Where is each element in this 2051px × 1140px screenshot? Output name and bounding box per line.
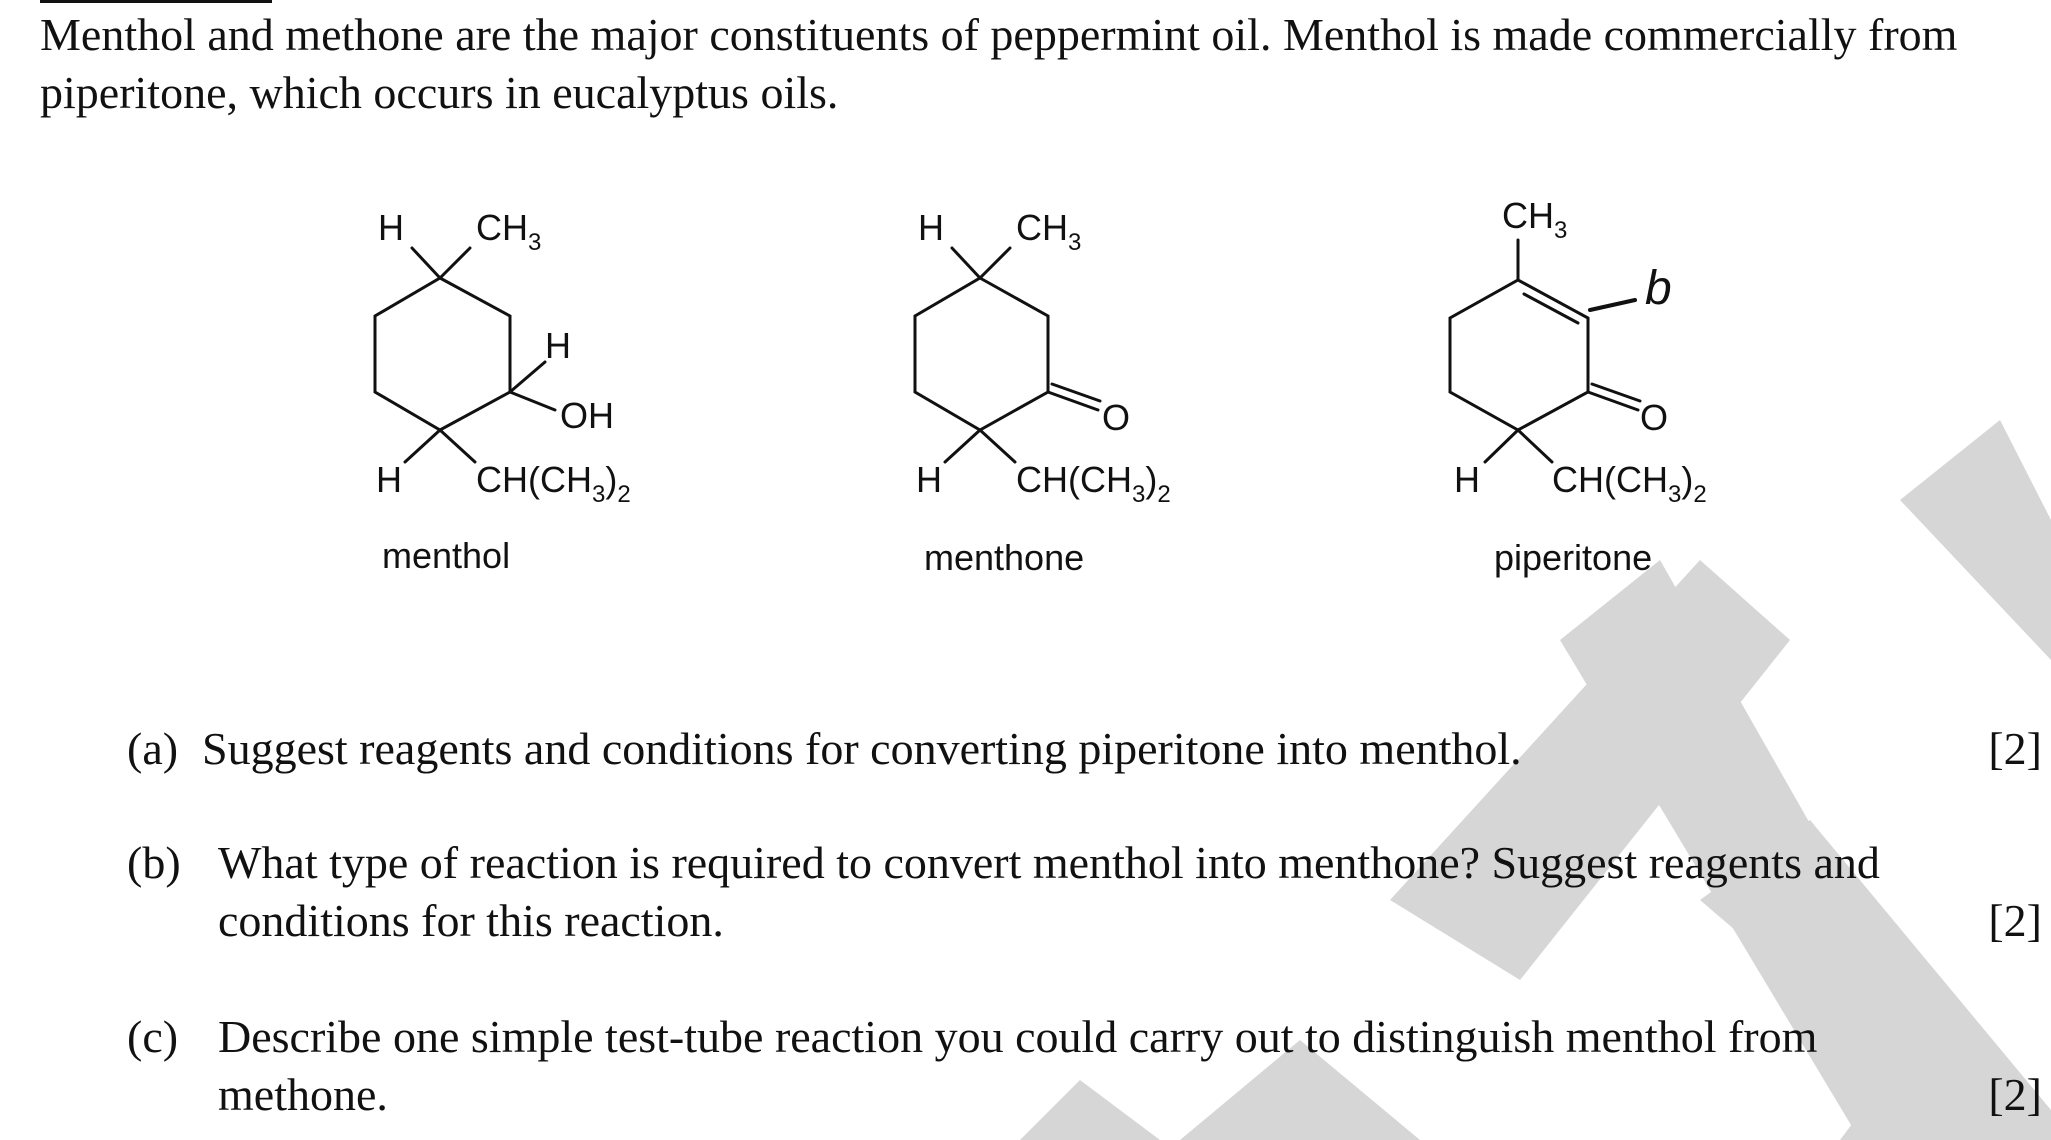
question-a-label: (a) bbox=[127, 723, 179, 774]
question-c-text: Describe one simple test-tube reaction y… bbox=[218, 1011, 1818, 1120]
piperitone-isopropyl: CH(CH bbox=[1552, 459, 1668, 500]
question-b-marks: [2] bbox=[1988, 895, 2042, 946]
piperitone-name: piperitone bbox=[1494, 537, 1652, 578]
menthol-h-mid: H bbox=[545, 325, 571, 366]
piperitone-oxygen: O bbox=[1640, 397, 1668, 438]
menthone-oxygen: O bbox=[1102, 397, 1130, 438]
menthol-h-bottom: H bbox=[376, 459, 402, 500]
menthone-isopropyl: CH(CH bbox=[1016, 459, 1132, 500]
svg-text:CH3: CH3 bbox=[476, 207, 541, 256]
menthone-h-top: H bbox=[918, 207, 944, 248]
menthone-ch3: CH bbox=[1016, 207, 1068, 248]
menthol-oh: OH bbox=[560, 395, 614, 436]
menthone-h-bottom: H bbox=[916, 459, 942, 500]
svg-text:CH3: CH3 bbox=[1502, 195, 1567, 244]
menthol-name: menthol bbox=[382, 535, 510, 576]
top-rule bbox=[40, 0, 272, 3]
menthone-structure: H CH3 O H CH(CH3)2 menthone bbox=[913, 207, 1171, 578]
svg-text:CH(CH3)2: CH(CH3)2 bbox=[476, 459, 631, 508]
piperitone-handwritten-mark: b bbox=[1645, 262, 1672, 315]
question-a-marks: [2] bbox=[1988, 723, 2042, 774]
question-b-label: (b) bbox=[127, 837, 181, 888]
question-c-label: (c) bbox=[127, 1011, 179, 1062]
question-b-text: What type of reaction is required to con… bbox=[218, 837, 1880, 946]
piperitone-h-bottom: H bbox=[1454, 459, 1480, 500]
svg-text:CH(CH3)2: CH(CH3)2 bbox=[1552, 459, 1707, 508]
menthol-h-top: H bbox=[378, 207, 404, 248]
menthol-isopropyl: CH(CH bbox=[476, 459, 592, 500]
piperitone-structure: CH3 b O H CH(CH3)2 piperitone bbox=[1448, 195, 1707, 578]
question-a-text: Suggest reagents and conditions for conv… bbox=[202, 723, 1522, 774]
piperitone-ch3: CH bbox=[1502, 195, 1554, 236]
menthone-name: menthone bbox=[924, 537, 1084, 578]
question-c-marks: [2] bbox=[1988, 1069, 2042, 1120]
menthol-structure: H CH3 H OH H CH(CH3)2 menthol bbox=[373, 207, 631, 576]
svg-text:CH(CH3)2: CH(CH3)2 bbox=[1016, 459, 1171, 508]
intro-paragraph: Menthol and methone are the major consti… bbox=[40, 9, 1958, 118]
svg-text:CH3: CH3 bbox=[1016, 207, 1081, 256]
menthol-ch3: CH bbox=[476, 207, 528, 248]
